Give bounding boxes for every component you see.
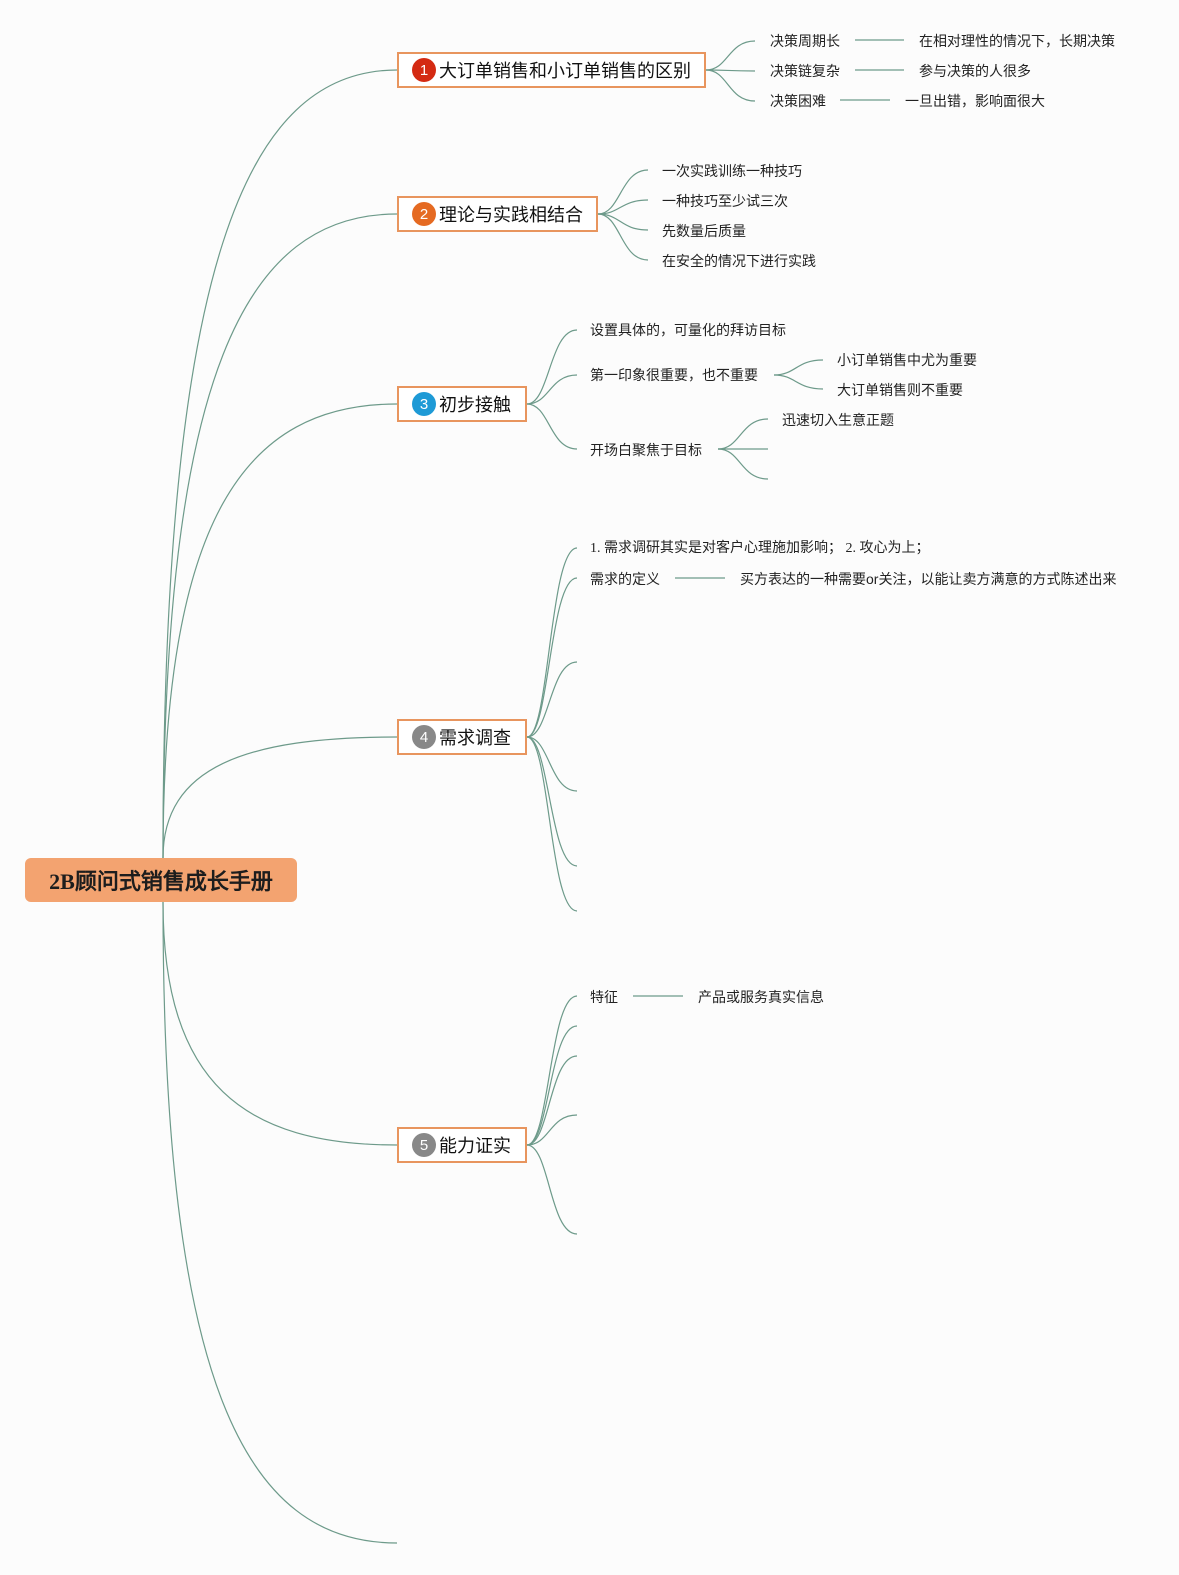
root-edge [162, 736, 398, 859]
branch-edge [526, 736, 578, 867]
root-topic[interactable]: 2B顾问式销售成长手册 [25, 858, 297, 902]
leaf-sub-item[interactable]: 迅速切入生意正题 [782, 412, 894, 428]
branch-edge [526, 1025, 578, 1146]
leaf-item[interactable]: 第一印象很重要，也不重要 [590, 367, 758, 383]
root-edge [162, 69, 398, 859]
root-edge [162, 901, 398, 1146]
leaf-item[interactable]: 设置具体的，可量化的拜访目标 [590, 322, 786, 338]
branch-edge [526, 736, 578, 912]
branch-edge [773, 359, 824, 376]
leaf-item[interactable]: 一次实践训练一种技巧 [662, 163, 802, 179]
branch-edge [526, 374, 578, 405]
leaf-detail[interactable]: 一旦出错，影响面很大 [905, 93, 1045, 109]
leaf-item[interactable]: 一种技巧至少试三次 [662, 193, 788, 209]
number-badge-icon: 5 [412, 1133, 436, 1157]
leaf-item[interactable]: 先数量后质量 [662, 223, 746, 239]
leaf-detail[interactable]: 买方表达的一种需要or关注，以能让卖方满意的方式陈述出来 [740, 571, 1117, 587]
leaf-item[interactable]: 决策周期长 [770, 33, 840, 49]
number-badge-icon: 1 [412, 58, 436, 82]
leaf-item[interactable]: 决策链复杂 [770, 63, 840, 79]
topic-title: 初步接触 [439, 395, 511, 415]
branch-edge [526, 995, 578, 1146]
number-badge-icon: 3 [412, 392, 436, 416]
branch-edge [526, 403, 578, 450]
topic-title: 大订单销售和小订单销售的区别 [439, 61, 691, 81]
topic-title: 能力证实 [439, 1136, 511, 1156]
branch-edge [526, 547, 578, 738]
branch-edge [526, 1055, 578, 1146]
root-edge [162, 213, 398, 859]
leaf-detail[interactable]: 参与决策的人很多 [919, 63, 1031, 79]
topic-title: 需求调查 [439, 728, 511, 748]
leaf-item[interactable]: 在安全的情况下进行实践 [662, 253, 816, 269]
leaf-item[interactable]: 决策困难 [770, 93, 826, 109]
branch-edge [526, 736, 578, 792]
topic-4[interactable]: 4 需求调查 [397, 719, 527, 755]
branch-edge [526, 661, 578, 738]
branch-edge [717, 418, 769, 450]
topic-1[interactable]: 1 大订单销售和小订单销售的区别 [397, 52, 706, 88]
number-badge-icon: 4 [412, 725, 436, 749]
branch-edge [705, 69, 756, 102]
leaf-detail[interactable]: 产品或服务真实信息 [698, 989, 824, 1005]
leaf-item[interactable]: 特征 [590, 989, 618, 1005]
leaf-item[interactable]: 开场白聚焦于目标 [590, 442, 702, 458]
branch-edge [597, 169, 649, 215]
leaf-item[interactable]: 需求的定义 [590, 571, 660, 587]
leaf-sub-item[interactable]: 大订单销售则不重要 [837, 382, 963, 398]
branch-edge [526, 577, 578, 738]
leaf-item[interactable]: 1. 需求调研其实是对客户心理施加影响； 2. 攻心为上； [590, 541, 930, 556]
topic-3[interactable]: 3 初步接触 [397, 386, 527, 422]
branch-edge [526, 1144, 578, 1235]
topic-2[interactable]: 2 理论与实践相结合 [397, 196, 598, 232]
branch-edge [705, 40, 756, 71]
branch-edge [705, 69, 756, 72]
leaf-detail[interactable]: 在相对理性的情况下，长期决策 [919, 33, 1115, 49]
branch-edge [597, 199, 649, 215]
topic-title: 理论与实践相结合 [439, 205, 583, 225]
branch-edge [526, 1114, 578, 1146]
branch-edge [526, 329, 578, 405]
topic-5[interactable]: 5 能力证实 [397, 1127, 527, 1163]
number-badge-icon: 2 [412, 202, 436, 226]
branch-edge [597, 213, 649, 261]
branch-edge [773, 374, 824, 390]
root-edge [162, 403, 398, 859]
branch-edge [717, 448, 769, 480]
branch-edge [597, 213, 649, 231]
leaf-sub-item[interactable]: 小订单销售中尤为重要 [837, 352, 977, 368]
root-edge [162, 901, 398, 1544]
